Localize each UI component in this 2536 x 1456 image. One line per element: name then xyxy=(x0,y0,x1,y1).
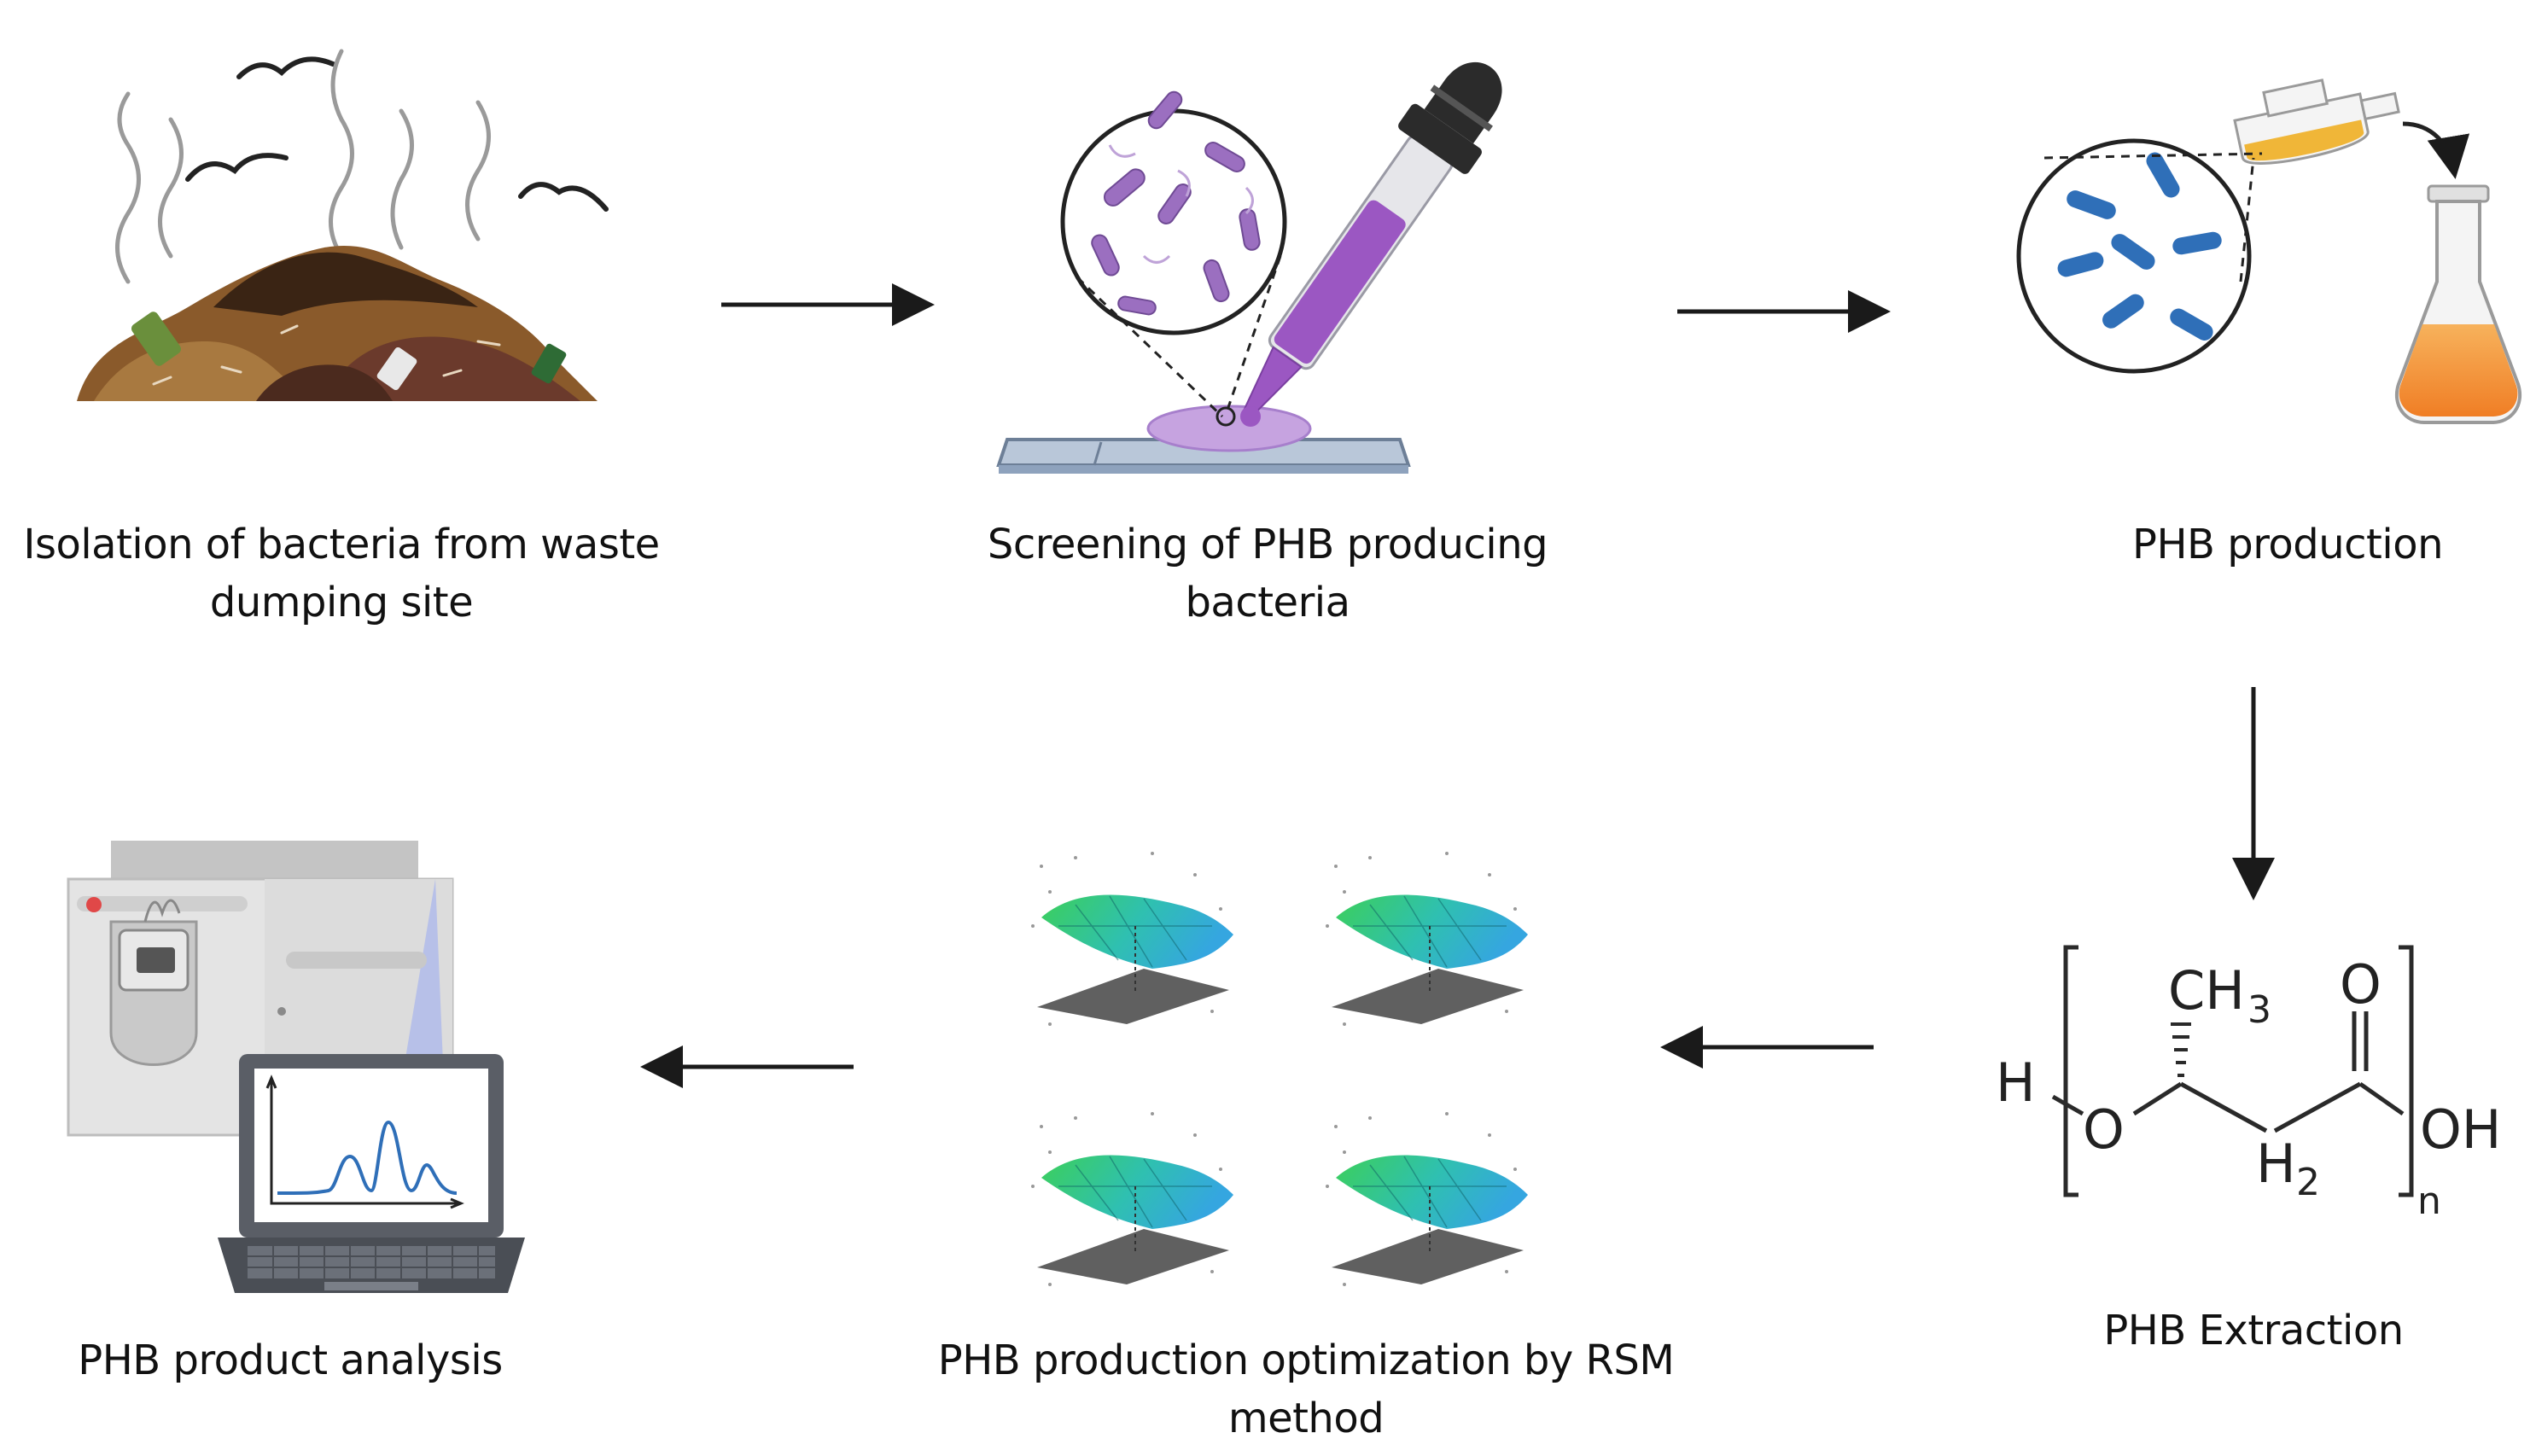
step-label-line: Screening of PHB producing xyxy=(987,521,1548,568)
chem-h2-sub: 2 xyxy=(2296,1161,2320,1204)
step-label-analysis: PHB product analysis xyxy=(0,1331,580,1389)
surface-plot xyxy=(1326,1112,1528,1286)
step-label-line: dumping site xyxy=(209,579,474,626)
flask-culture-icon xyxy=(2016,79,2521,424)
step-label-line: Isolation of bacteria from waste xyxy=(23,521,660,568)
chem-o-carbonyl: O xyxy=(2340,953,2382,1016)
hplc-laptop-icon xyxy=(67,841,525,1293)
chem-o-ester: O xyxy=(2083,1098,2125,1161)
phb-structure-icon xyxy=(2051,945,2414,1197)
waste-dump-icon xyxy=(77,49,609,401)
step-label-extraction: PHB Extraction xyxy=(1912,1302,2536,1360)
chem-oh: OH xyxy=(2420,1098,2501,1161)
surface-plot xyxy=(1031,852,1233,1026)
response-surface-icon xyxy=(1031,852,1528,1286)
step-label-line: PHB production xyxy=(2132,521,2443,568)
dropper-slide-icon xyxy=(996,62,1502,474)
chem-ch3: CH xyxy=(2168,959,2245,1022)
chem-h2: H xyxy=(2256,1133,2296,1195)
step-label-line: bacteria xyxy=(1185,579,1350,626)
step-label-isolation: Isolation of bacteria from waste dumping… xyxy=(0,515,683,632)
step-label-screening: Screening of PHB producing bacteria xyxy=(926,515,1609,632)
step-label-optimization: PHB production optimization by RSM metho… xyxy=(879,1331,1733,1447)
step-label-line: PHB Extraction xyxy=(2103,1307,2404,1354)
step-label-line: method xyxy=(1227,1395,1385,1442)
chem-ch3-sub: 3 xyxy=(2247,988,2271,1032)
step-label-production: PHB production xyxy=(1946,515,2536,574)
surface-plot xyxy=(1326,852,1528,1026)
step-label-line: PHB production optimization by RSM xyxy=(937,1337,1675,1384)
chem-n: n xyxy=(2417,1179,2441,1223)
surface-plot xyxy=(1031,1112,1233,1286)
step-label-line: PHB product analysis xyxy=(78,1337,503,1384)
chem-h: H xyxy=(1996,1051,2036,1114)
